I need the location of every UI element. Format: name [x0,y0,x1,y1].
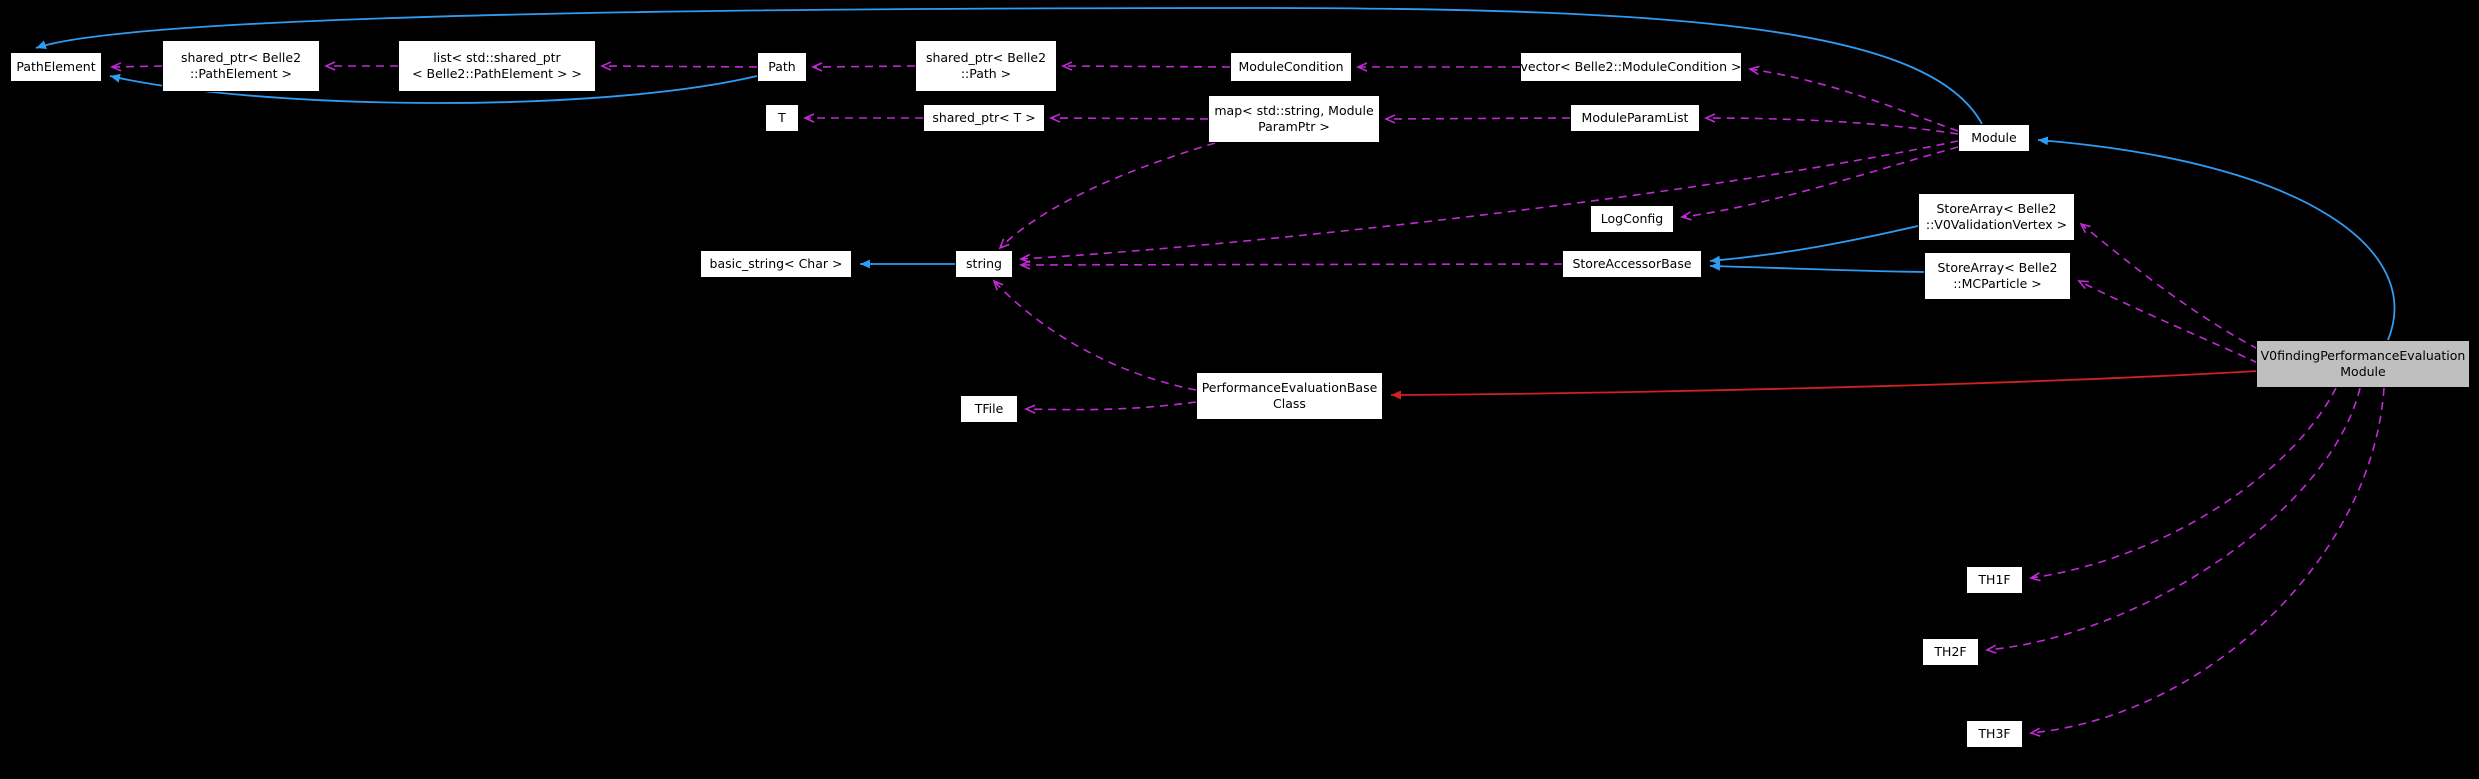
node-storearray-mcparticle[interactable]: StoreArray< Belle2 ::MCParticle > [1924,252,2071,300]
edge-performanceevaluationbase-to-tfile [1024,401,1197,414]
node-label: TH3F [1978,726,2011,741]
edge-v0finding-to-storearray-mcparticle [2077,280,2259,364]
node-logconfig[interactable]: LogConfig [1590,205,1674,233]
node-th2f[interactable]: TH2F [1922,638,1979,666]
node-label: shared_ptr< Belle2 [180,50,302,65]
node-label: string [966,256,1002,271]
edge-performanceevaluationbase-to-string [992,279,1197,391]
node-label: list< std::shared_ptr [433,50,561,65]
node-label: shared_ptr< T > [932,110,1036,125]
node-v0findingperformanceevaluationmodule[interactable]: V0findingPerformanceEvaluation Module [2256,340,2470,388]
node-label: ::Path > [960,66,1012,81]
node-label: ModuleParamList [1581,110,1689,125]
edge-v0finding-to-th2f [1985,387,2361,654]
edge-v0finding-to-storearray-v0 [2079,222,2259,350]
node-moduleparamlist[interactable]: ModuleParamList [1570,104,1700,132]
node-label: basic_string< Char > [709,256,843,271]
node-string[interactable]: string [955,250,1013,278]
node-label: < Belle2::PathElement > > [412,66,582,81]
node-label: TH2F [1934,644,1967,659]
node-label: StoreArray< Belle2 [1936,201,2057,216]
node-sharedptr-pathelement[interactable]: shared_ptr< Belle2 ::PathElement > [162,40,320,92]
node-th1f[interactable]: TH1F [1966,566,2023,594]
node-label: Path [768,59,796,74]
node-label: ParamPtr > [1258,119,1330,134]
edge-module-to-vector [1748,65,1959,132]
edge-moduleparamlist-to-map [1384,114,1571,124]
node-th3f[interactable]: TH3F [1966,720,2023,748]
edge-v0finding-to-performanceevaluationbase [1390,370,2259,400]
edge-module-to-logconfig [1680,146,1959,221]
node-label: Module [2340,364,2386,379]
edge-sharedptr-pathelement-to-pathelement [110,62,163,72]
edge-storearray-mcparticle-to-storeaccessorbase [1709,261,1925,273]
edge-module-to-moduleparamlist [1704,113,1959,135]
node-list-sharedptr-pathelement[interactable]: list< std::shared_ptr < Belle2::PathElem… [398,40,596,92]
edge-map-to-sharedptr-t [1049,113,1209,123]
node-label: T [778,110,786,125]
node-label: PathElement [16,59,96,74]
node-performanceevaluationbaseclass[interactable]: PerformanceEvaluationBase Class [1196,372,1383,420]
node-sharedptr-path[interactable]: shared_ptr< Belle2 ::Path > [915,40,1057,92]
edge-module-to-string [1019,140,1959,264]
edge-sharedptr-path-to-path [811,62,916,72]
node-path[interactable]: Path [757,52,807,82]
edge-storearray-v0-to-storeaccessorbase [1709,225,1919,265]
node-label: ModuleCondition [1238,59,1344,74]
node-tfile[interactable]: TFile [960,395,1018,423]
node-label: Class [1273,396,1306,411]
node-t[interactable]: T [765,104,799,132]
node-label: TH1F [1978,572,2011,587]
node-vector-modulecondition[interactable]: vector< Belle2::ModuleCondition > [1520,52,1742,82]
node-storeaccessorbase[interactable]: StoreAccessorBase [1562,250,1702,278]
node-modulecondition[interactable]: ModuleCondition [1230,52,1352,82]
edge-v0finding-to-th1f [2029,387,2337,582]
node-label: ::V0ValidationVertex > [1925,217,2068,232]
node-label: map< std::string, Module [1214,103,1374,118]
node-label: LogConfig [1600,211,1664,226]
node-storearray-v0validationvertex[interactable]: StoreArray< Belle2 ::V0ValidationVertex … [1918,193,2075,241]
node-label: PerformanceEvaluationBase [1201,380,1378,395]
node-label: TFile [974,401,1004,416]
node-map-moduleparamptr[interactable]: map< std::string, Module ParamPtr > [1208,95,1380,143]
node-label: StoreAccessorBase [1572,256,1692,271]
node-sharedptr-t[interactable]: shared_ptr< T > [923,104,1045,132]
edge-storeaccessorbase-to-string [1019,260,1563,270]
node-label: StoreArray< Belle2 [1937,260,2058,275]
node-module[interactable]: Module [1958,124,2030,152]
node-label: ::PathElement > [189,66,293,81]
node-label: Module [1971,130,2017,145]
node-label: shared_ptr< Belle2 [925,50,1047,65]
edge-module-to-pathelement [35,7,1983,125]
edge-v0finding-to-th3f [2029,387,2385,737]
node-basicstring-char[interactable]: basic_string< Char > [700,250,852,278]
edge-modulecondition-to-sharedptr-path [1061,61,1231,71]
edge-path-to-list [600,61,758,71]
node-pathelement[interactable]: PathElement [10,52,102,82]
node-label: vector< Belle2::ModuleCondition > [1520,59,1742,74]
edge-map-to-string [998,142,1216,250]
node-label: ::MCParticle > [1953,276,2042,291]
edge-v0finding-to-module [2037,136,2396,341]
node-label: V0findingPerformanceEvaluation [2260,348,2466,363]
